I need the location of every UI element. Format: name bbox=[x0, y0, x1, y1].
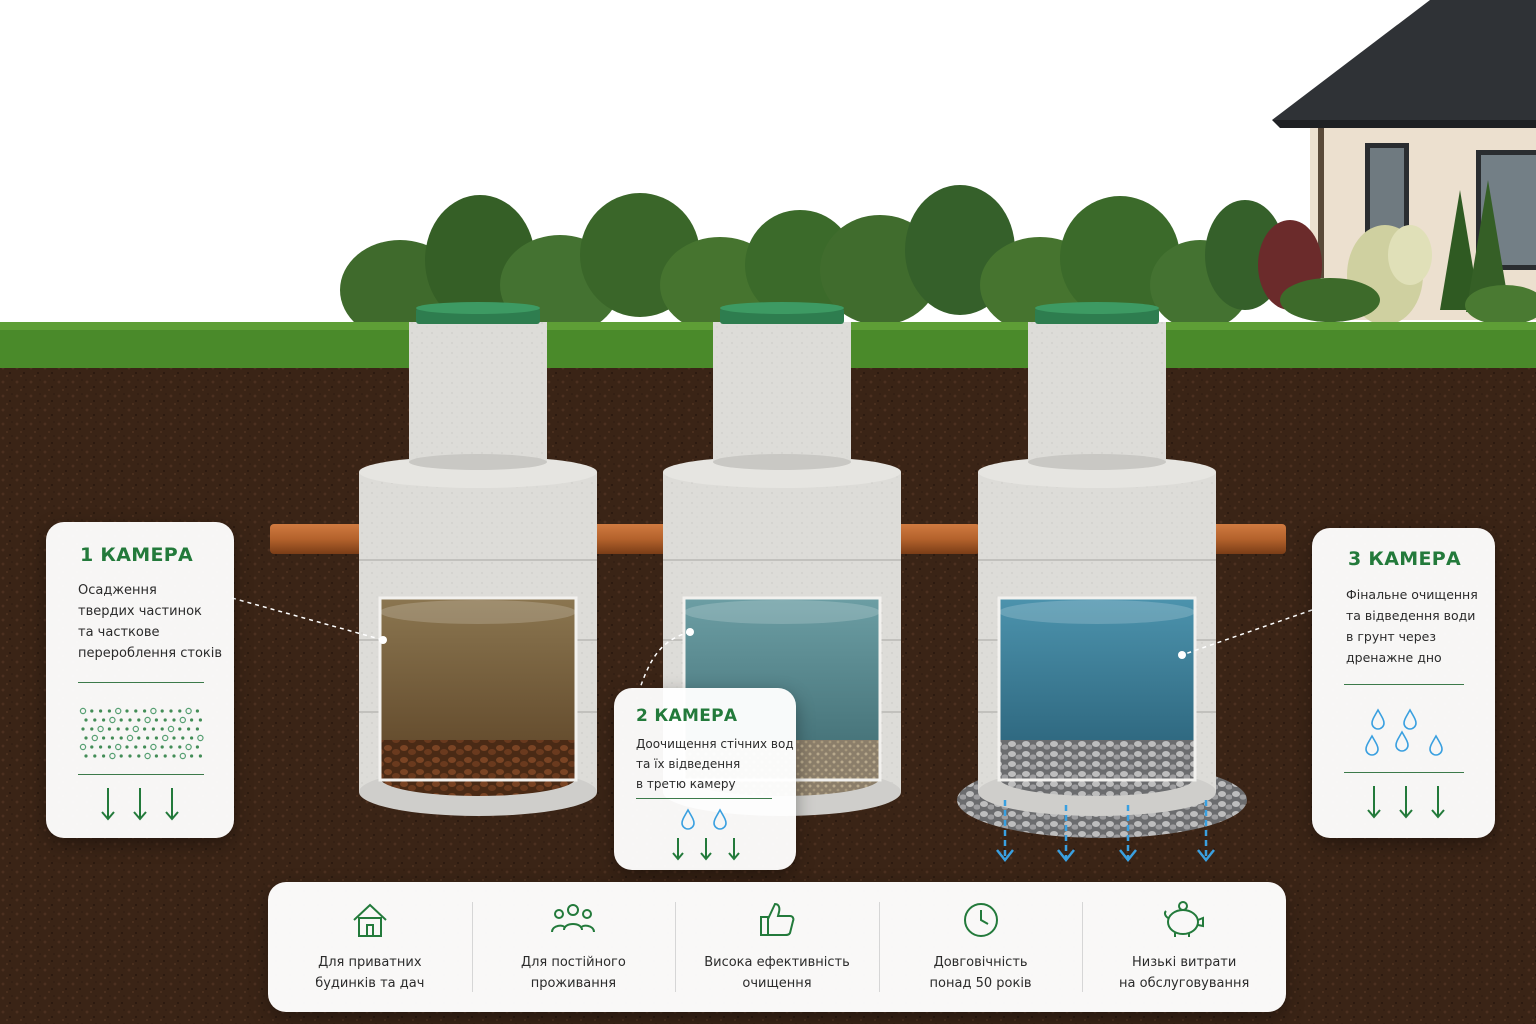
pipes bbox=[270, 524, 1286, 554]
clock-icon bbox=[963, 903, 998, 937]
chamber-2-title: 2 КАМЕРА bbox=[636, 706, 738, 726]
feature-permanent-living: Для постійного проживання bbox=[471, 882, 676, 1012]
chamber-1-title: 1 КАМЕРА bbox=[80, 544, 193, 566]
outlet-pipe bbox=[1210, 524, 1286, 554]
feature-durability: Довговічність понад 50 років bbox=[878, 882, 1083, 1012]
down-arrows-icon bbox=[1367, 786, 1445, 819]
chamber-1-description: Осадження твердих частинок та часткове п… bbox=[78, 583, 223, 661]
chamber-3-card: 3 КАМЕРА Фінальне очищення та відведення… bbox=[1312, 528, 1495, 838]
inlet-pipe bbox=[270, 524, 362, 554]
chamber-2-card: 2 КАМЕРА Доочищення стічних вод та їх ві… bbox=[614, 688, 796, 870]
water-drops-icon bbox=[1365, 708, 1443, 756]
feature-high-efficiency: Висока ефективність очищення bbox=[675, 882, 879, 1012]
feature-private-houses: Для приватних будинків та дач bbox=[268, 882, 472, 1012]
down-arrows-icon bbox=[672, 838, 740, 861]
chamber-3-tank bbox=[978, 302, 1216, 816]
down-arrows-icon bbox=[101, 788, 179, 821]
pipe-1-2 bbox=[592, 524, 670, 554]
chamber-3-description: Фінальне очищення та відведення води в г… bbox=[1346, 587, 1478, 665]
chamber-3-title: 3 КАМЕРА bbox=[1348, 548, 1461, 570]
water-drops-icon bbox=[681, 808, 727, 830]
chamber-2-description: Доочищення стічних вод та їх відведення … bbox=[636, 737, 794, 791]
house-icon bbox=[353, 903, 387, 937]
pipe-2-3 bbox=[895, 524, 980, 554]
chamber-1-tank bbox=[359, 302, 597, 816]
thumbs-up-icon bbox=[759, 902, 795, 936]
piggy-bank-icon bbox=[1164, 901, 1205, 937]
feature-low-maintenance: Низькі витрати на обслуговування bbox=[1082, 882, 1286, 1012]
garden-shrubs bbox=[1258, 180, 1536, 325]
chamber-1-card: 1 КАМЕРА Осадження твердих частинок та ч… bbox=[46, 522, 234, 838]
drainage-arrows bbox=[996, 800, 1215, 863]
sediment-particles-icon bbox=[79, 707, 204, 760]
people-icon bbox=[551, 904, 596, 933]
features-bar: Для приватних будинків та дач Для постій… bbox=[268, 882, 1286, 1012]
